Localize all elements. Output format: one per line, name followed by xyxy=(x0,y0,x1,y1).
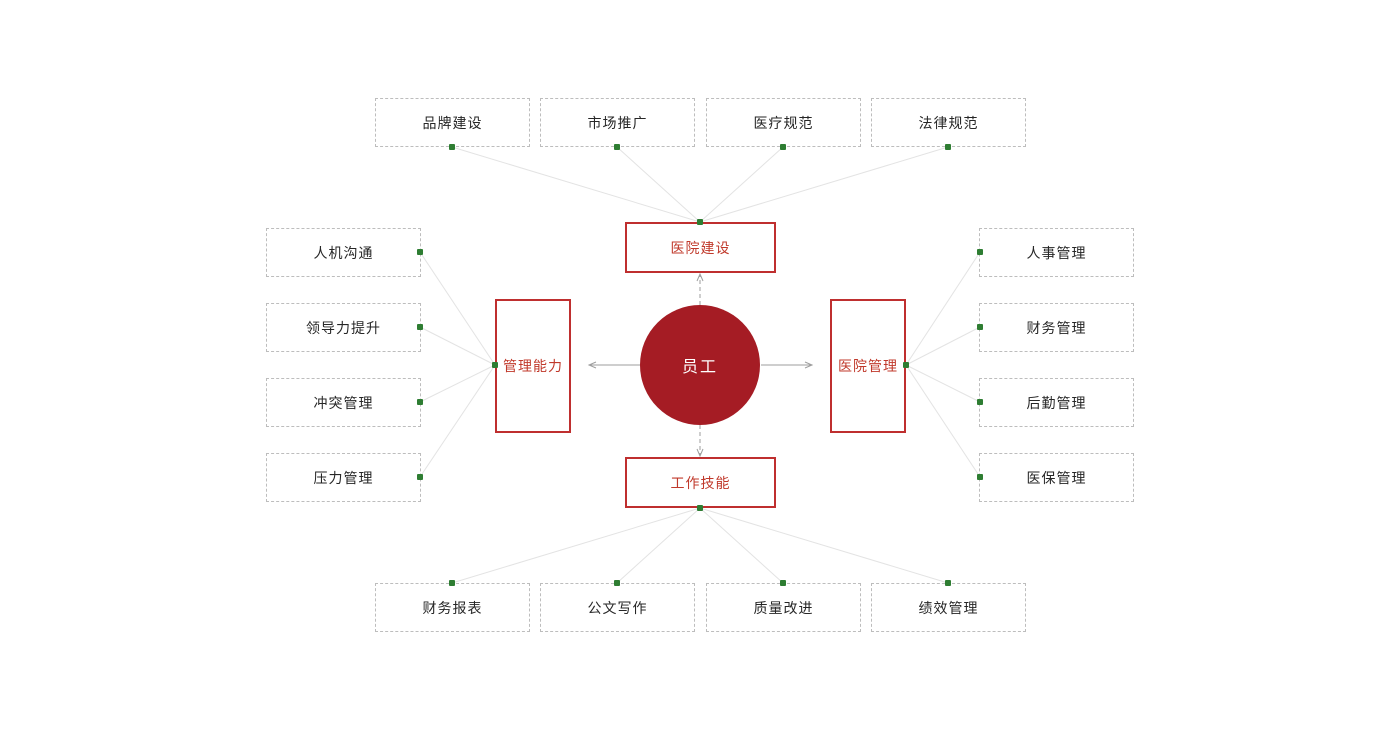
leaf-node-left-4[interactable]: 压力管理 xyxy=(266,453,421,502)
branch-label: 工作技能 xyxy=(670,474,731,491)
edges-right xyxy=(905,251,981,478)
leaf-label: 品牌建设 xyxy=(422,114,483,131)
connector-dot-branch-left xyxy=(492,362,498,368)
leaf-label: 质量改进 xyxy=(753,599,814,616)
connector-dot-branch-top xyxy=(697,219,703,225)
connector-dot-right-1 xyxy=(977,249,983,255)
leaf-label: 财务报表 xyxy=(422,599,483,616)
connector-dot-left-2 xyxy=(417,324,423,330)
root-label: 员工 xyxy=(681,359,718,376)
leaf-label: 医保管理 xyxy=(1026,469,1087,486)
leaf-label: 绩效管理 xyxy=(918,599,979,616)
leaf-label: 冲突管理 xyxy=(313,394,374,411)
leaf-node-bottom-3[interactable]: 质量改进 xyxy=(706,583,861,632)
leaf-node-top-2[interactable]: 市场推广 xyxy=(540,98,695,147)
connector-dot-top-1 xyxy=(449,144,455,150)
connector-dot-branch-right xyxy=(903,362,909,368)
branch-node-work-skills[interactable]: 工作技能 xyxy=(625,457,776,508)
leaf-node-top-4[interactable]: 法律规范 xyxy=(871,98,1026,147)
leaf-label: 人机沟通 xyxy=(313,244,374,261)
leaf-label: 法律规范 xyxy=(918,114,979,131)
leaf-label: 医疗规范 xyxy=(753,114,814,131)
edges-bottom xyxy=(451,507,949,584)
branch-node-management-ability[interactable]: 管理能力 xyxy=(495,299,571,433)
branch-label: 医院管理 xyxy=(838,358,898,374)
connector-dot-bottom-3 xyxy=(780,580,786,586)
connector-dot-bottom-1 xyxy=(449,580,455,586)
branch-node-hospital-management[interactable]: 医院管理 xyxy=(830,299,906,433)
leaf-node-right-2[interactable]: 财务管理 xyxy=(979,303,1134,352)
connector-dot-left-4 xyxy=(417,474,423,480)
leaf-label: 压力管理 xyxy=(313,469,374,486)
branch-label: 管理能力 xyxy=(503,358,563,374)
leaf-node-left-1[interactable]: 人机沟通 xyxy=(266,228,421,277)
connector-dot-bottom-4 xyxy=(945,580,951,586)
connector-dot-right-2 xyxy=(977,324,983,330)
branch-node-hospital-construction[interactable]: 医院建设 xyxy=(625,222,776,273)
leaf-node-top-1[interactable]: 品牌建设 xyxy=(375,98,530,147)
leaf-node-left-3[interactable]: 冲突管理 xyxy=(266,378,421,427)
leaf-label: 市场推广 xyxy=(587,114,648,131)
connector-dot-top-2 xyxy=(614,144,620,150)
connector-dot-bottom-2 xyxy=(614,580,620,586)
leaf-node-right-3[interactable]: 后勤管理 xyxy=(979,378,1134,427)
leaf-node-bottom-2[interactable]: 公文写作 xyxy=(540,583,695,632)
leaf-node-left-2[interactable]: 领导力提升 xyxy=(266,303,421,352)
connector-dot-right-4 xyxy=(977,474,983,480)
leaf-label: 财务管理 xyxy=(1026,319,1087,336)
connector-dot-top-3 xyxy=(780,144,786,150)
connector-dot-left-1 xyxy=(417,249,423,255)
leaf-label: 领导力提升 xyxy=(306,319,381,336)
leaf-label: 公文写作 xyxy=(587,599,648,616)
leaf-node-bottom-4[interactable]: 绩效管理 xyxy=(871,583,1026,632)
connector-dot-right-3 xyxy=(977,399,983,405)
edges-left xyxy=(419,251,496,478)
connector-dot-left-3 xyxy=(417,399,423,405)
connector-dot-top-4 xyxy=(945,144,951,150)
leaf-node-right-4[interactable]: 医保管理 xyxy=(979,453,1134,502)
leaf-label: 后勤管理 xyxy=(1026,394,1087,411)
edges-top xyxy=(451,146,949,223)
leaf-label: 人事管理 xyxy=(1026,244,1087,261)
leaf-node-bottom-1[interactable]: 财务报表 xyxy=(375,583,530,632)
connector-dot-branch-bottom xyxy=(697,505,703,511)
branch-label: 医院建设 xyxy=(670,239,731,256)
leaf-node-right-1[interactable]: 人事管理 xyxy=(979,228,1134,277)
root-node-employee[interactable]: 员工 xyxy=(640,305,760,425)
leaf-node-top-3[interactable]: 医疗规范 xyxy=(706,98,861,147)
